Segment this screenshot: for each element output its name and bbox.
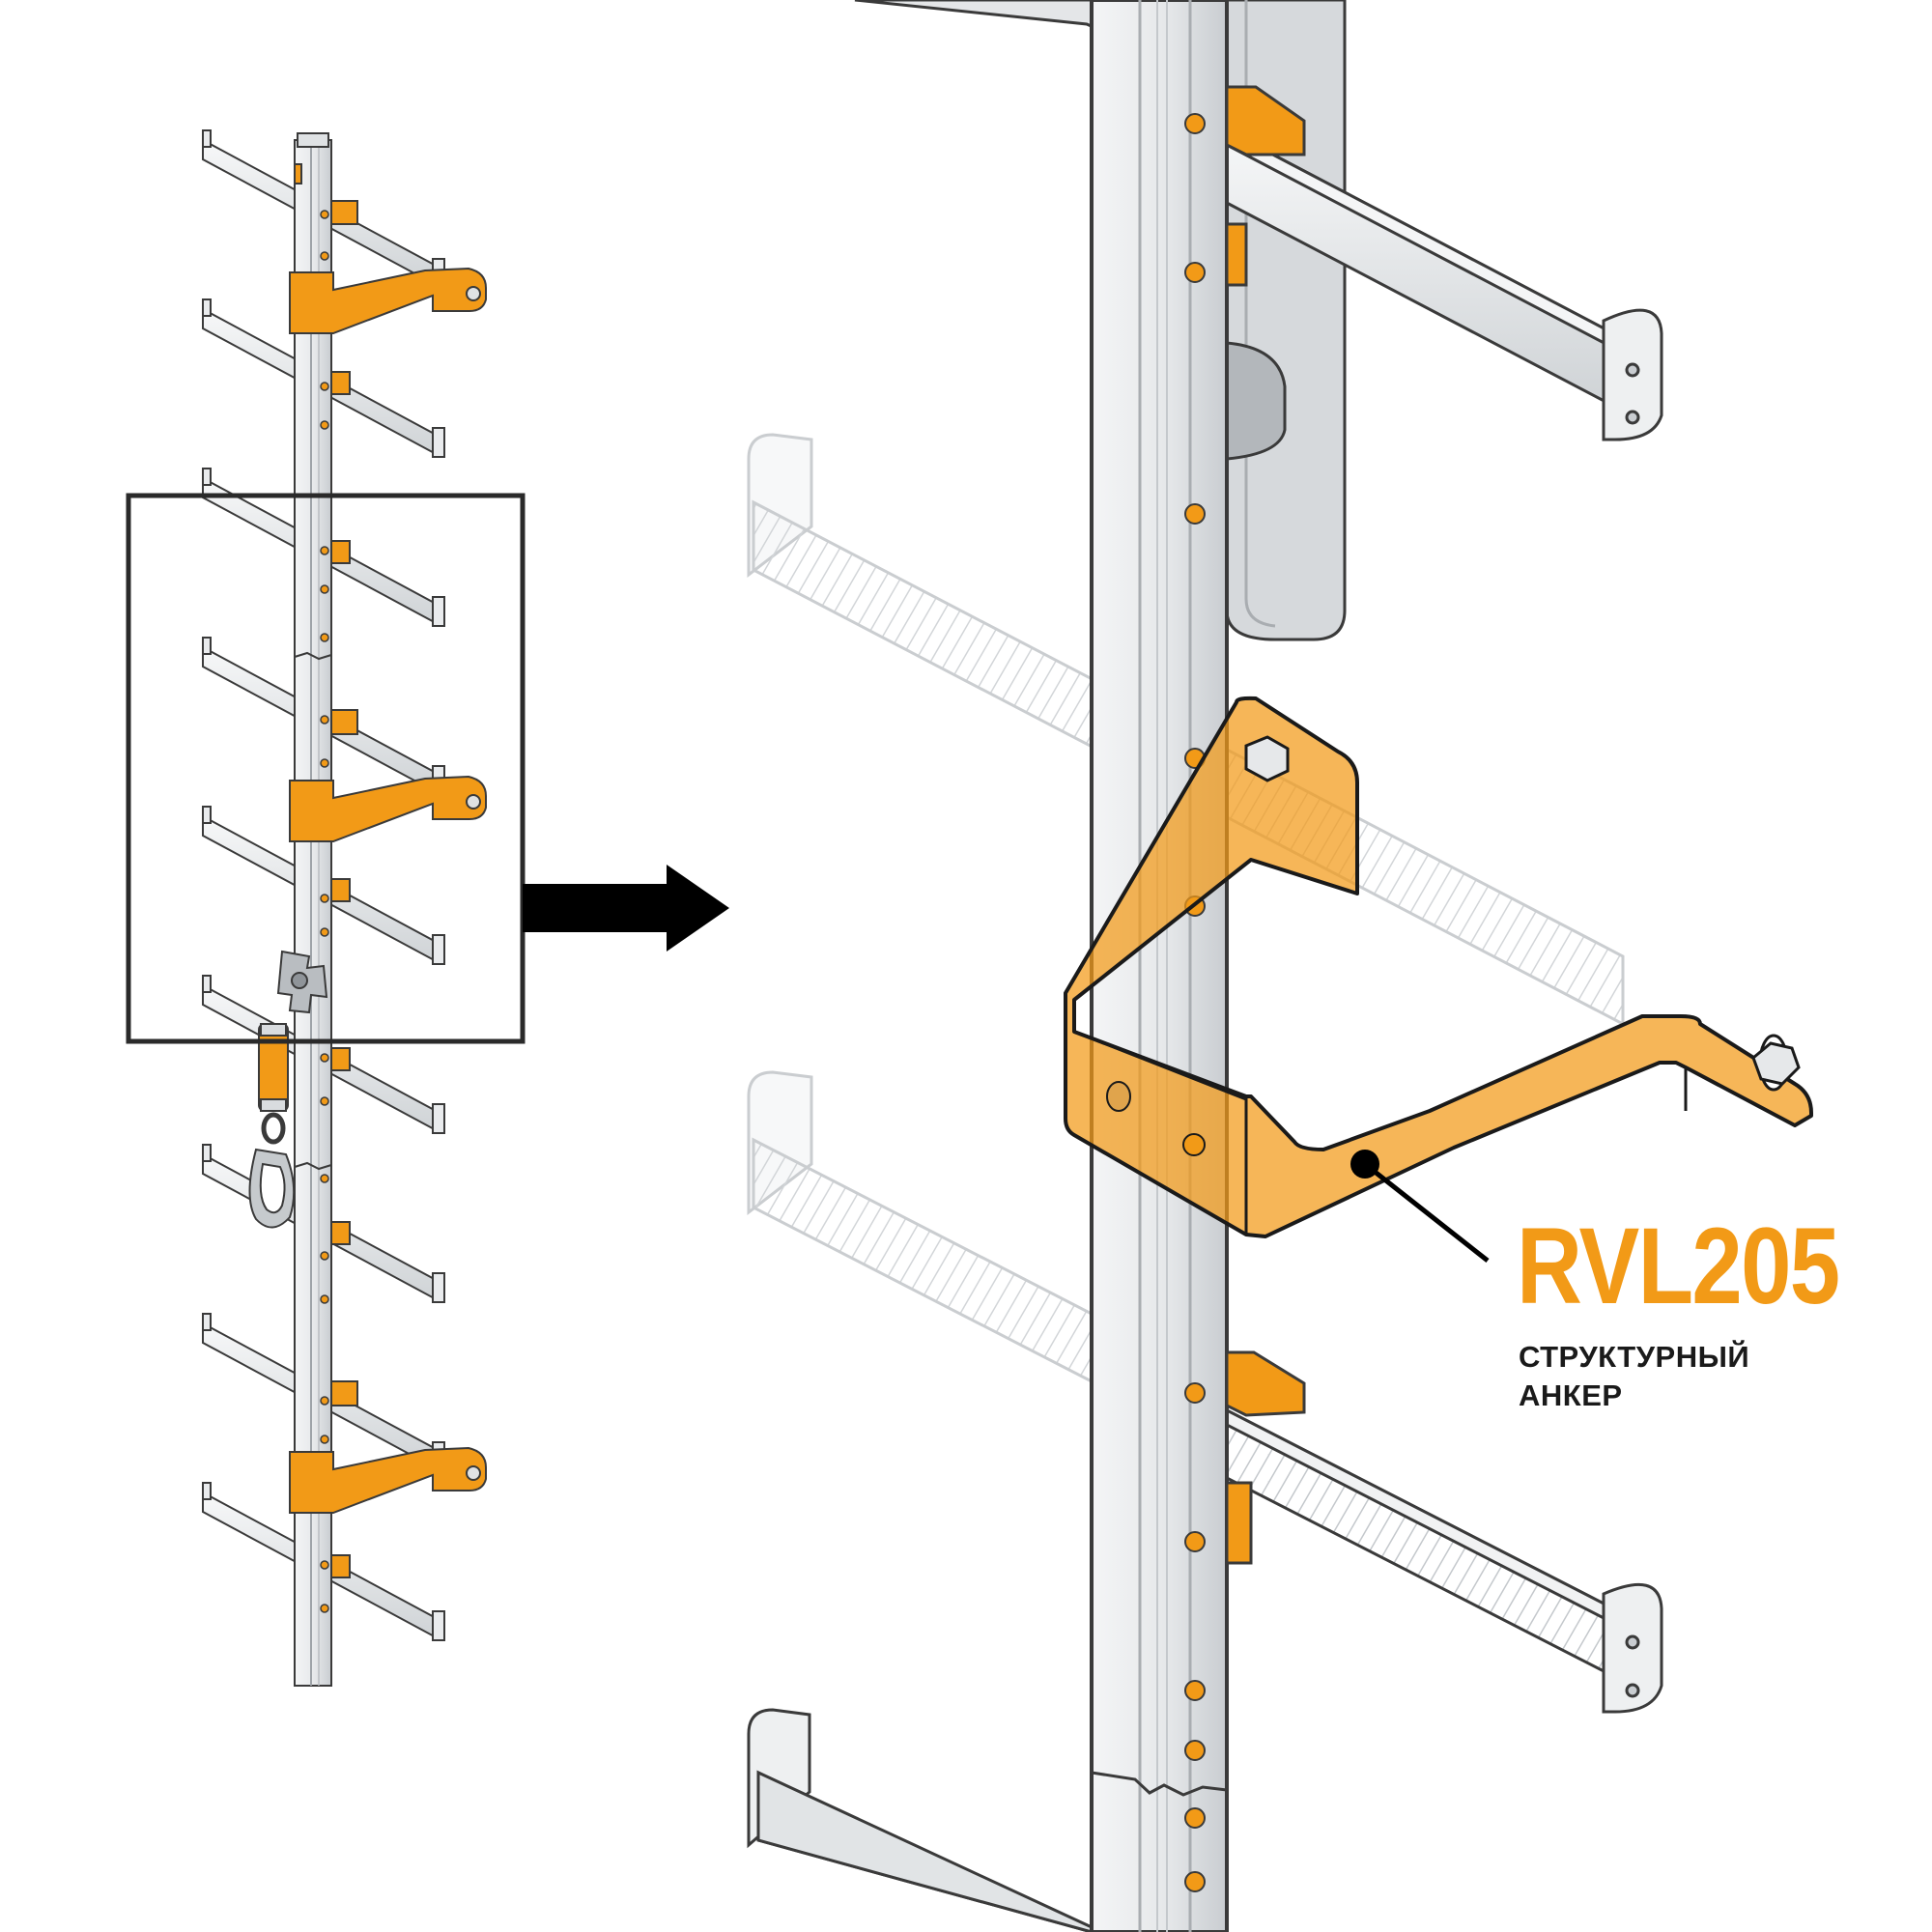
- zoom-frame: [126, 493, 526, 1044]
- detail-clamps: [1225, 85, 1306, 1565]
- right-arrow-icon: [523, 865, 729, 952]
- overview-anchor: [289, 267, 487, 334]
- product-description-line-1: СТРУКТУРНЫЙ: [1519, 1340, 1750, 1374]
- detail-view: [747, 0, 1813, 1932]
- rvl205-anchor: [1064, 696, 1813, 1238]
- middle-rung: [1225, 1407, 1663, 1714]
- overview-ladder: [126, 129, 526, 1687]
- overview-anchor: [289, 1446, 487, 1514]
- product-description-line-2: АНКЕР: [1519, 1378, 1623, 1412]
- overview-anchor: [289, 775, 487, 842]
- ghost-rung: [747, 1070, 1094, 1384]
- overview-rail: [294, 132, 332, 1687]
- product-code-label: RVL205: [1517, 1206, 1840, 1326]
- lower-rung: [747, 1708, 1094, 1932]
- product-description: СТРУКТУРНЫЙ АНКЕР: [1519, 1338, 1749, 1415]
- anchor-right-bolt: [1751, 1041, 1801, 1086]
- anchor-upper-bolt: [1244, 735, 1290, 782]
- overview-clamps: [294, 163, 358, 1578]
- anchor-slot-hole: [1106, 1081, 1131, 1112]
- fall-arrest-device: [248, 950, 328, 1229]
- callout-leader: [1350, 1150, 1490, 1263]
